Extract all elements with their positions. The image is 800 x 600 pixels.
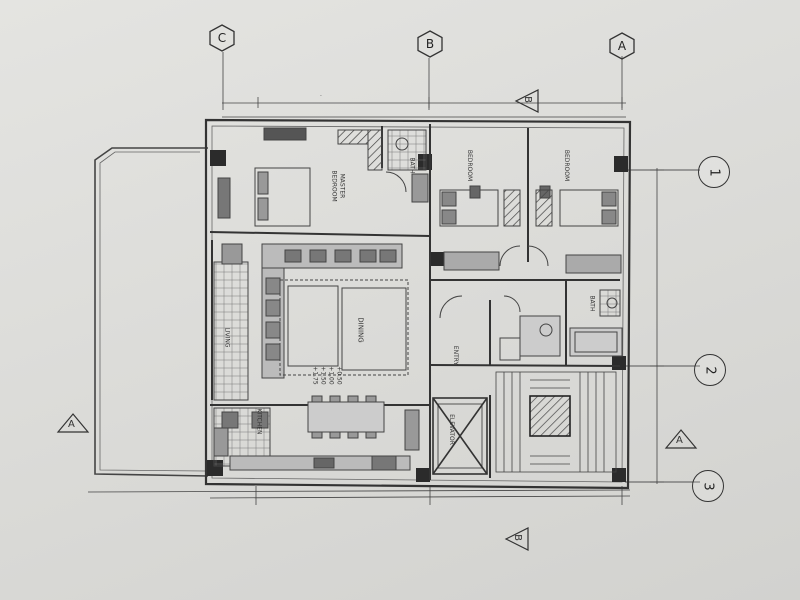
hexagon-icon xyxy=(209,24,235,52)
section-mark-bottom: B xyxy=(502,526,530,552)
section-label-right: A xyxy=(676,435,683,446)
grid-marker-c: C xyxy=(208,24,236,52)
room-label-dining: DINING xyxy=(356,317,365,343)
room-label-elevator: ELEVATOR xyxy=(447,414,455,445)
outer-walls xyxy=(204,118,632,490)
room-label-bath-2: BATH xyxy=(588,295,596,312)
level-mark: +0.50 xyxy=(335,366,343,385)
section-mark-right: A xyxy=(664,428,698,450)
hexagon-icon xyxy=(609,32,635,60)
level-mark: +1.50 xyxy=(319,366,327,385)
room-label-master-bedroom: MASTER BEDROOM xyxy=(330,170,346,202)
level-mark: +1.75 xyxy=(311,366,319,385)
grid-number-1: 1 xyxy=(706,167,722,177)
grid-letter-a: A xyxy=(617,39,627,53)
grid-letter-b: B xyxy=(425,37,435,51)
room-label-entry: ENTRY xyxy=(452,345,460,366)
room-label-kitchen: KITCHEN xyxy=(255,408,263,435)
room-label-living: LIVING xyxy=(223,327,231,348)
grid-marker-1: 1 xyxy=(698,156,730,188)
svg-text:.: . xyxy=(320,91,322,98)
top-dimension xyxy=(222,97,626,118)
grid-marker-a: A xyxy=(608,32,636,60)
grid-marker-b: B xyxy=(416,30,444,58)
section-triangle-icon xyxy=(514,89,539,113)
level-mark: +1.00 xyxy=(327,366,335,385)
section-triangle-icon xyxy=(504,527,529,551)
grid-marker-2: 2 xyxy=(694,354,726,386)
grid-number-3: 3 xyxy=(700,481,716,491)
elevator-shaft xyxy=(432,397,488,475)
section-label-bottom: B xyxy=(511,534,523,541)
section-mark-left: A xyxy=(56,412,90,434)
staircase xyxy=(495,371,617,473)
section-triangle-icon xyxy=(664,429,698,449)
grid-letter-c: C xyxy=(217,31,227,45)
room-label-bath-1: BATH xyxy=(408,157,416,174)
section-triangle-icon xyxy=(56,413,90,433)
grid-number-2: 2 xyxy=(702,365,718,375)
columns xyxy=(207,150,628,482)
room-label-bedroom-1: BEDROOM xyxy=(466,149,474,182)
room-label-bedroom-2: BEDROOM xyxy=(563,149,571,182)
section-label-left: A xyxy=(68,419,75,430)
bottom-dimension xyxy=(87,486,631,505)
grid-marker-3: 3 xyxy=(692,470,724,502)
hexagon-icon xyxy=(417,30,443,58)
right-dimension xyxy=(650,168,664,484)
section-label-top: B xyxy=(521,96,533,103)
section-mark-top: B xyxy=(512,88,540,114)
